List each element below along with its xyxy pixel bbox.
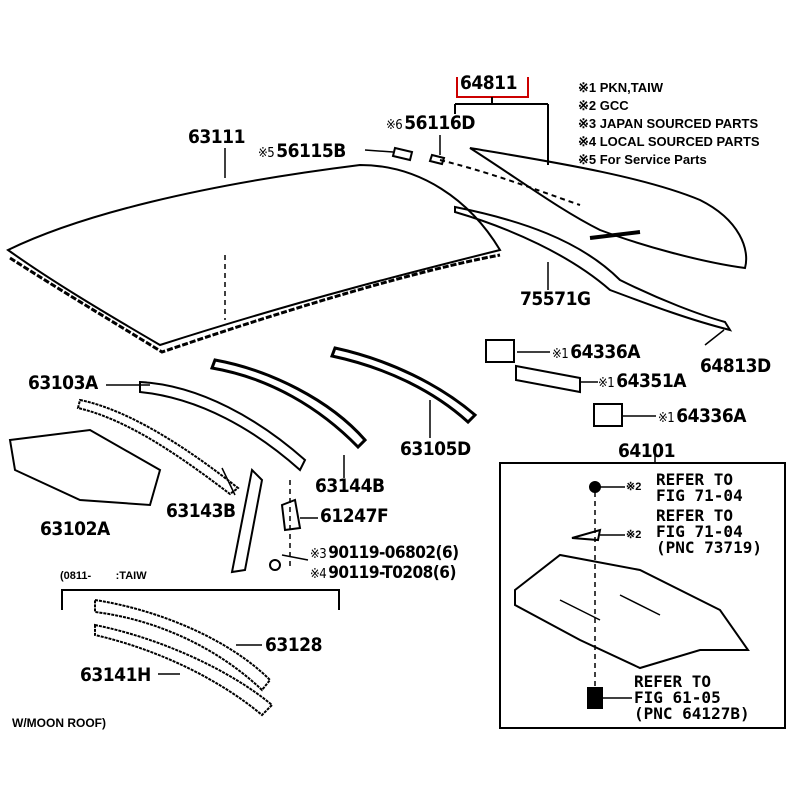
note-2: ※2 GCC	[578, 98, 629, 113]
ref-line: REFER TO	[656, 506, 734, 525]
group-label: (0811- :TAIW	[60, 570, 147, 582]
part-number-64101[interactable]: 64101	[618, 440, 675, 462]
part-number-61247F[interactable]: 61247F	[320, 505, 389, 527]
reference-fig-71-04-b[interactable]: REFER TO FIG 71-04 (PNC 73719)	[656, 508, 762, 556]
part-number-63128[interactable]: 63128	[265, 634, 322, 656]
note-mark: ※4	[310, 567, 327, 582]
note-mark: ※6	[386, 118, 403, 133]
part-label: 64336A	[676, 405, 746, 427]
part-label: 90119-06802(6)	[328, 543, 459, 563]
ref-line: FIG 71-04	[656, 522, 743, 541]
note-mark: ※1	[658, 411, 675, 426]
reinforcement-63105D	[329, 346, 478, 425]
reinforcement-63144B	[209, 358, 368, 450]
reinforcement-63143B	[76, 398, 240, 496]
part-number-63143B[interactable]: 63143B	[166, 500, 236, 522]
reference-fig-61-05[interactable]: REFER TO FIG 61-05 (PNC 64127B)	[634, 674, 750, 722]
roof-panel	[6, 163, 502, 347]
part-number-75571G[interactable]: 75571G	[520, 288, 591, 310]
ref-line: (PNC 73719)	[656, 538, 762, 557]
panel-63102A	[8, 428, 162, 507]
part-number-63144B[interactable]: 63144B	[315, 475, 385, 497]
reinforcement-63128	[94, 598, 272, 692]
part-label: 64351A	[616, 370, 686, 392]
part-number-63103A[interactable]: 63103A	[28, 372, 98, 394]
part-label: 56115B	[276, 140, 346, 162]
back-window	[469, 147, 748, 270]
part-number-63111[interactable]: 63111	[188, 126, 245, 148]
ref-line: FIG 61-05	[634, 688, 721, 707]
ref-line: REFER TO	[656, 470, 734, 489]
note-mark: ※3	[310, 547, 327, 562]
note-3: ※3 JAPAN SOURCED PARTS	[578, 116, 759, 131]
part-label: 56116D	[404, 112, 475, 134]
ref-line: FIG 71-04	[656, 486, 743, 505]
part-label: 64336A	[570, 341, 640, 363]
shelf-panel-64101	[514, 553, 750, 670]
reinforcement-63103A	[139, 380, 307, 472]
part-number-64813D[interactable]: 64813D	[700, 355, 771, 377]
reinforcement-63141H	[94, 623, 274, 717]
note-4: ※4 LOCAL SOURCED PARTS	[578, 134, 760, 149]
part-number-64811[interactable]: 64811	[460, 72, 517, 94]
note-mark: ※5	[258, 146, 275, 161]
note-1: ※1 PKN,TAIW	[578, 80, 664, 95]
reference-fig-71-04-a[interactable]: REFER TO FIG 71-04	[656, 472, 743, 504]
part-number-63105D[interactable]: 63105D	[400, 438, 471, 460]
note-5: ※5 For Service Parts	[578, 152, 707, 167]
note-mark: ※1	[552, 347, 569, 362]
footer-label: W/MOON ROOF)	[12, 716, 106, 730]
note-mark: ※1	[598, 376, 615, 391]
window-molding	[454, 205, 733, 332]
part-number-63102A[interactable]: 63102A	[40, 518, 110, 540]
ref-line: REFER TO	[634, 672, 712, 691]
note-mark-r1: ※2	[626, 481, 642, 493]
note-mark-r2: ※2	[626, 529, 642, 541]
ref-line: (PNC 64127B)	[634, 704, 750, 723]
part-label: 90119-T0208(6)	[328, 563, 456, 583]
part-number-63141H[interactable]: 63141H	[80, 664, 151, 686]
